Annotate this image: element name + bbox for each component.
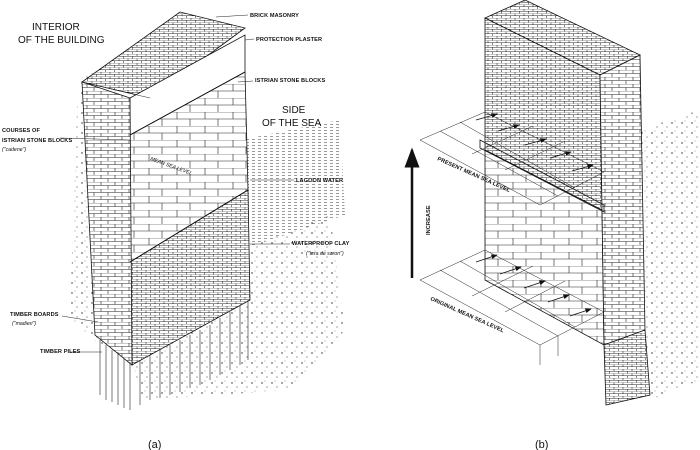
caption-a: (a)	[148, 439, 161, 450]
label-protection-plaster: PROTECTION PLASTER	[256, 37, 322, 43]
arrows-lower	[475, 254, 592, 317]
arrows-upper	[475, 113, 594, 172]
label-courses-2: ISTRIAN STONE BLOCKS	[2, 138, 72, 144]
label-timber-boards-2: ("madieri")	[12, 321, 36, 327]
side-label-line2: OF THE SEA	[262, 118, 322, 129]
label-timber-piles: TIMBER PILES	[40, 349, 81, 355]
label-brick-masonry: BRICK MASONRY	[250, 13, 299, 19]
original-level-label: ORIGINAL MEAN SEA LEVEL	[429, 296, 505, 334]
label-courses-3: ("cadene")	[2, 147, 26, 153]
label-lagoon-water: LAGOON WATER	[296, 178, 343, 184]
b-side-face	[599, 54, 646, 346]
soil-right-b	[640, 110, 700, 400]
label-clay-1: WATERPROOF CLAY	[292, 241, 350, 247]
diagram-a: INTERIOR OF THE BUILDING SIDE OF THE SEA…	[2, 11, 350, 450]
left-face	[81, 81, 133, 366]
timber-piles	[99, 300, 249, 410]
original-sea-level-plane	[419, 249, 605, 365]
diagram-b: INCREASE PRESENT MEAN SEA LEVEL ORIGINAL…	[404, 0, 700, 450]
caption-b: (b)	[535, 439, 548, 450]
lagoon-water-area	[240, 120, 345, 250]
interior-label-line1: INTERIOR	[32, 22, 80, 33]
increase-label: INCREASE	[426, 205, 432, 235]
interior-label-line2: OF THE BUILDING	[18, 35, 105, 46]
present-sea-level-plane	[419, 111, 605, 206]
label-timber-boards-1: TIMBER BOARDS	[10, 312, 59, 318]
b-base	[603, 329, 651, 406]
label-istrian-blocks: ISTRIAN STONE BLOCKS	[255, 78, 325, 84]
side-label-line1: SIDE	[282, 105, 306, 116]
label-courses-1: COURSES OF	[2, 128, 40, 134]
label-clay-2: ("tera de saron")	[306, 251, 344, 257]
